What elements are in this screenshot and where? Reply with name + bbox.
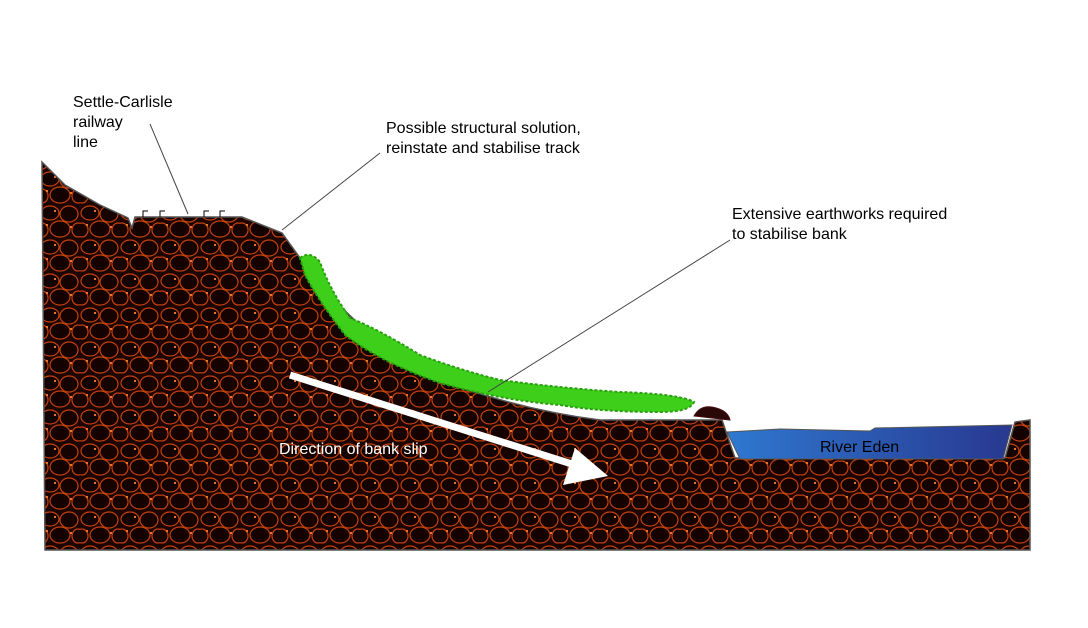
structural-solution-label: Possible structural solution, reinstate … <box>386 120 581 157</box>
slipped-debris <box>693 406 731 421</box>
river-eden-water <box>726 424 1013 460</box>
earthworks-label: Extensive earthworks required to stabili… <box>732 206 948 243</box>
railway-label: Settle-Carlisle railway line <box>73 94 173 151</box>
direction-arrow <box>288 371 608 485</box>
railway-track <box>142 210 225 217</box>
vegetation <box>298 253 696 414</box>
direction-label: Direction of bank slip <box>279 441 428 458</box>
river-label: River Eden <box>820 439 900 456</box>
leader-lines <box>149 123 731 393</box>
